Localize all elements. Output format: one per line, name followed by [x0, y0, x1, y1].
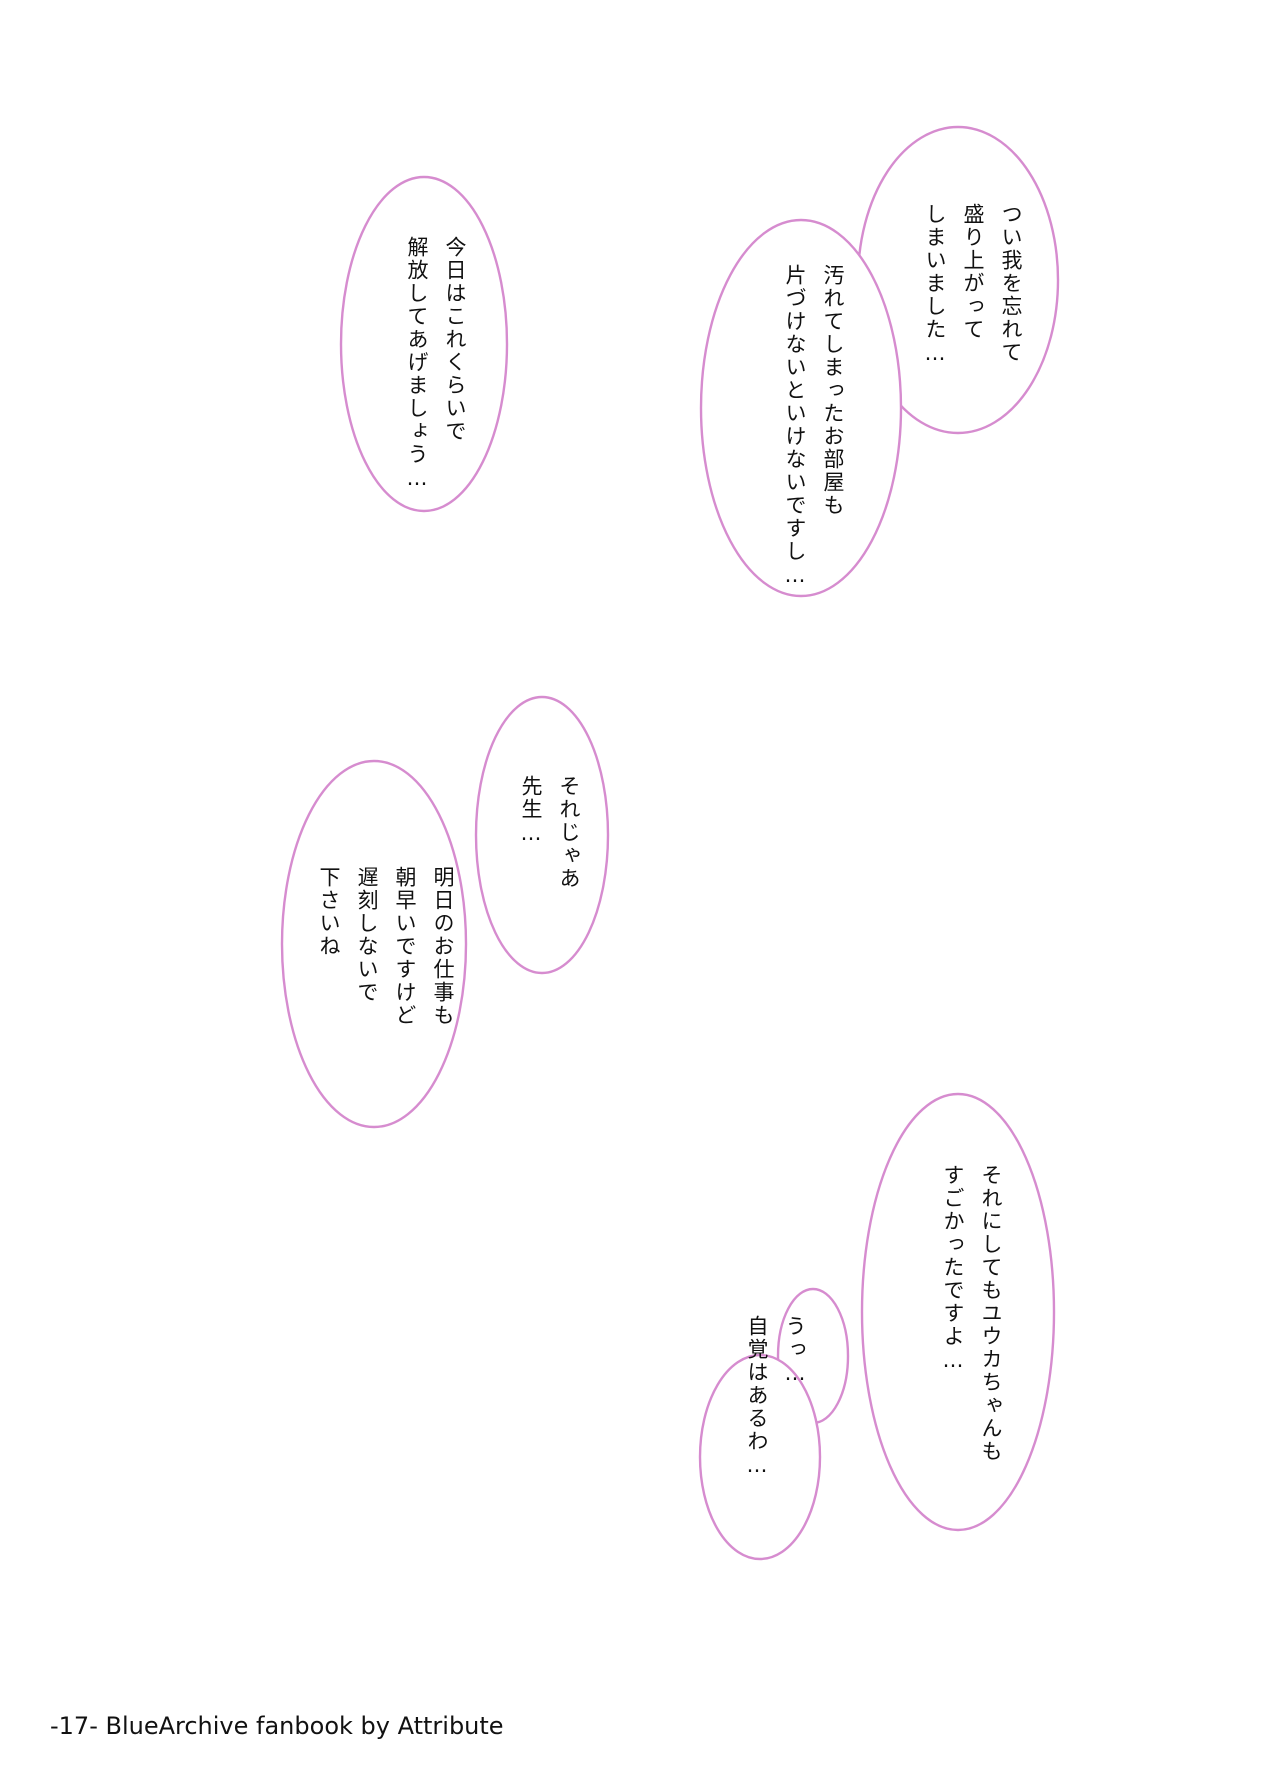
dialogue-text-3: 今日はこれくらいで 解放してあげましょう…	[405, 236, 467, 492]
dialogue-text-1: つい我を忘れて 盛り上がって しまいました…	[923, 203, 1023, 367]
speech-bubble-5	[280, 759, 468, 1129]
page-footer: -17- BlueArchive fanbook by Attribute	[50, 1712, 504, 1740]
dialogue-text-4: それじゃあ 先生…	[519, 775, 581, 890]
speech-bubble-7b	[698, 1353, 822, 1561]
dialogue-text-2: 汚れてしまったお部屋も 片づけないといけないですし…	[783, 264, 845, 589]
speech-bubble-4	[474, 695, 610, 975]
speech-bubble-2	[699, 218, 903, 598]
dialogue-text-7: うっ… 自覚はあるわ…	[745, 1315, 807, 1479]
dialogue-text-5: 明日のお仕事も 朝早いですけど 遅刻しないで 下さいね	[317, 866, 455, 1027]
speech-bubble-6	[860, 1092, 1056, 1532]
dialogue-text-6: それにしてもユウカちゃんも すごかったですよ…	[941, 1164, 1003, 1463]
speech-bubble-3	[339, 175, 509, 513]
